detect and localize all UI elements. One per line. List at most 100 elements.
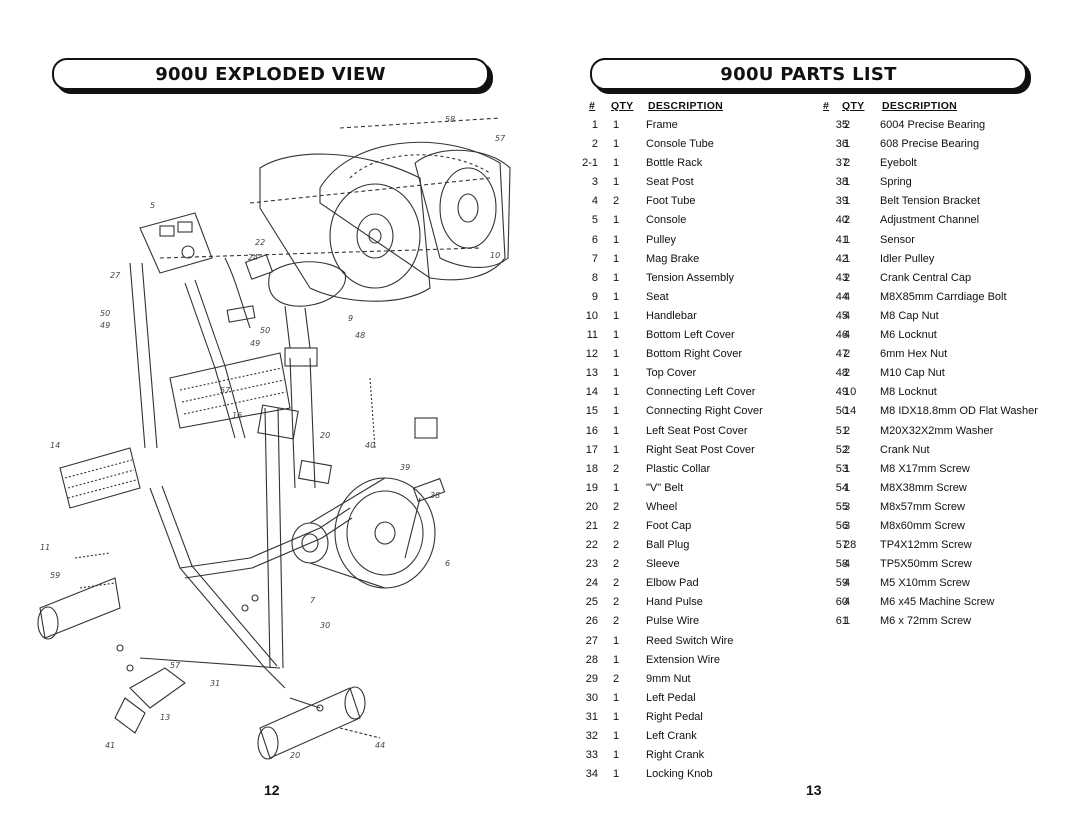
part-quantity: 1 xyxy=(613,710,620,723)
svg-text:49: 49 xyxy=(100,321,110,330)
part-number: 22 xyxy=(585,539,598,552)
part-number: 37 xyxy=(835,157,848,170)
part-quantity: 1 xyxy=(844,233,851,246)
svg-text:58: 58 xyxy=(445,115,455,124)
part-number: 53 xyxy=(835,462,848,475)
part-quantity: 10 xyxy=(844,386,857,399)
part-quantity: 1 xyxy=(613,119,620,131)
part-number: 19 xyxy=(585,481,598,494)
svg-text:13: 13 xyxy=(160,713,170,722)
part-quantity: 1 xyxy=(844,481,851,494)
part-description: Sleeve xyxy=(646,558,680,571)
part-description: Plastic Collar xyxy=(646,462,711,475)
part-number: 5 xyxy=(591,214,598,227)
svg-text:50: 50 xyxy=(100,309,110,318)
part-quantity: 4 xyxy=(844,290,851,303)
part-number: 2-1 xyxy=(582,157,598,170)
part-description: M6 x 72mm Screw xyxy=(880,615,972,628)
part-description: 6mm Hex Nut xyxy=(880,348,948,361)
part-description: Seat Post xyxy=(646,176,694,189)
part-number: 50 xyxy=(835,405,848,418)
svg-text:22: 22 xyxy=(255,238,265,247)
part-quantity: 1 xyxy=(613,768,620,781)
svg-text:24: 24 xyxy=(248,253,258,262)
part-description: Elbow Pad xyxy=(646,577,699,590)
part-description: Belt Tension Bracket xyxy=(880,195,981,208)
part-number: 61 xyxy=(835,615,848,628)
part-description: Tension Assembly xyxy=(646,271,735,284)
part-quantity: 1 xyxy=(613,214,620,227)
part-number: 21 xyxy=(585,519,598,532)
header-description-left: DESCRIPTION xyxy=(648,100,724,112)
part-number: 44 xyxy=(835,290,848,303)
part-description: Sensor xyxy=(880,233,915,246)
part-description: Top Cover xyxy=(646,367,697,380)
part-quantity: 2 xyxy=(844,348,851,361)
part-quantity: 1 xyxy=(613,367,620,380)
part-number: 24 xyxy=(585,577,598,590)
part-description: M6 Locknut xyxy=(880,329,937,342)
part-quantity: 4 xyxy=(844,309,851,322)
part-quantity: 4 xyxy=(844,329,851,342)
part-number: 60 xyxy=(835,596,848,609)
part-quantity: 3 xyxy=(844,500,851,513)
part-number: 46 xyxy=(835,329,848,342)
part-description: M6 x45 Machine Screw xyxy=(880,596,995,609)
part-quantity: 1 xyxy=(844,138,851,151)
part-quantity: 2 xyxy=(613,672,620,685)
part-quantity: 1 xyxy=(844,176,851,189)
svg-text:20: 20 xyxy=(290,751,300,760)
part-number: 18 xyxy=(585,462,598,475)
part-number: 57 xyxy=(835,539,848,552)
part-description: Pulley xyxy=(646,233,676,246)
part-description: Crank Central Cap xyxy=(880,271,972,284)
part-description: M8 Cap Nut xyxy=(880,309,939,322)
part-number: 47 xyxy=(835,348,848,361)
part-number: 20 xyxy=(585,500,598,513)
part-description: TP4X12mm Screw xyxy=(880,539,972,552)
part-description: Right Crank xyxy=(646,749,705,762)
svg-text:40: 40 xyxy=(365,441,375,450)
part-number: 38 xyxy=(835,176,848,189)
part-description: Bottom Left Cover xyxy=(646,329,735,342)
part-number: 52 xyxy=(835,443,848,456)
part-quantity: 2 xyxy=(613,558,620,571)
part-description: Pulse Wire xyxy=(646,615,700,628)
part-description: Left Pedal xyxy=(646,691,696,704)
part-number: 32 xyxy=(585,730,598,742)
svg-text:16: 16 xyxy=(232,411,242,420)
part-number: 43 xyxy=(835,271,848,284)
part-quantity: 1 xyxy=(613,634,620,647)
svg-text:9: 9 xyxy=(348,314,353,323)
svg-text:6: 6 xyxy=(445,559,450,568)
part-number: 8 xyxy=(591,271,598,284)
part-description: Adjustment Channel xyxy=(880,214,980,227)
header-qty-right: QTY xyxy=(842,100,865,112)
part-number: 35 xyxy=(835,119,848,131)
part-quantity: 2 xyxy=(613,500,620,513)
part-number: 1 xyxy=(591,119,598,131)
exploded-view-title: 900U EXPLODED VIEW xyxy=(155,63,386,85)
svg-text:14: 14 xyxy=(50,441,60,450)
part-quantity: 1 xyxy=(613,233,620,246)
part-number: 55 xyxy=(835,500,848,513)
part-number: 49 xyxy=(835,386,848,399)
part-description: M8 X17mm Screw xyxy=(880,462,970,475)
part-quantity: 2 xyxy=(844,367,851,380)
part-quantity: 28 xyxy=(844,539,857,552)
exploded-view-title-banner: 900U EXPLODED VIEW xyxy=(52,58,489,90)
part-number: 42 xyxy=(835,252,848,265)
part-description: Seat xyxy=(646,290,669,303)
